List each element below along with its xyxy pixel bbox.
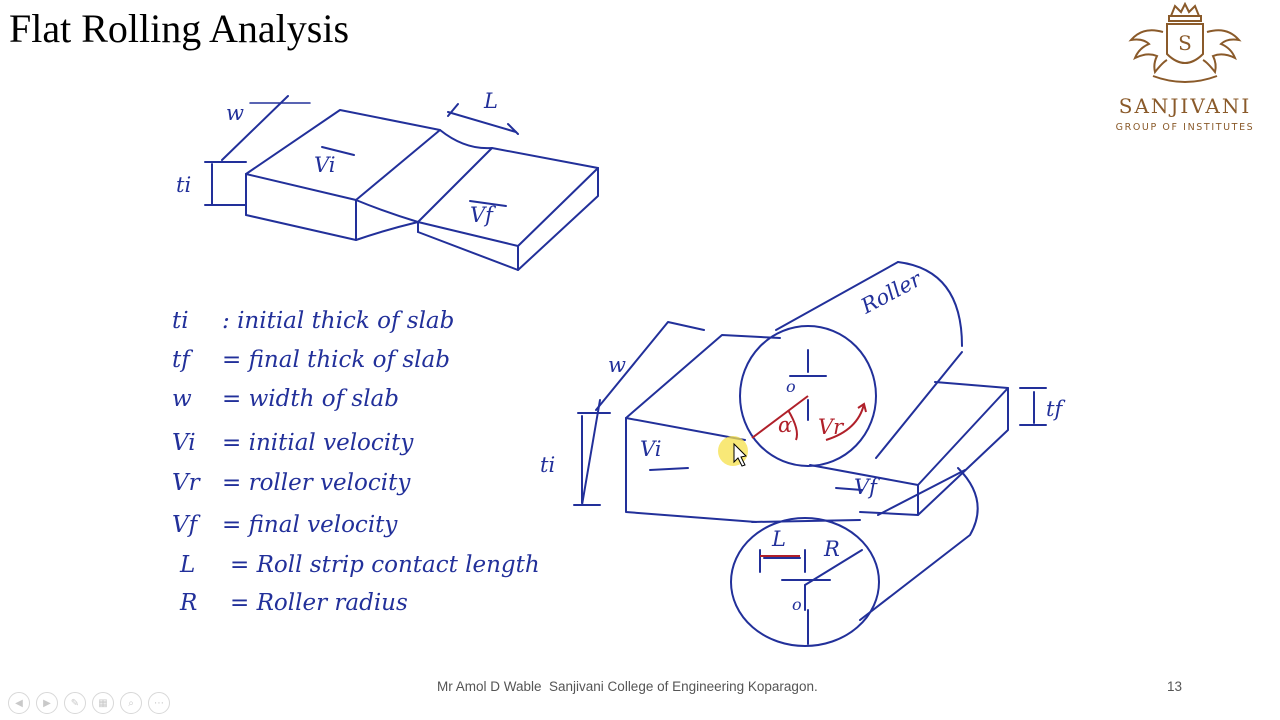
cursor-icon: [733, 442, 748, 467]
rolling-diagram: [573, 261, 1047, 647]
legend-item: L= Roll strip contact length: [180, 552, 540, 578]
logo-subtitle: GROUP OF INSTITUTES: [1115, 122, 1255, 133]
zoom-icon[interactable]: ⌕: [120, 692, 142, 714]
label-L-top: L: [483, 89, 498, 113]
legend-item: Vf= final velocity: [172, 512, 398, 538]
label-alpha: α: [778, 413, 792, 437]
label-ti-top: ti: [176, 173, 191, 197]
label-vi-top: Vi: [314, 153, 336, 177]
more-icon[interactable]: ⋯: [148, 692, 170, 714]
slide-footer: Mr Amol D Wable Sanjivani College of Eng…: [437, 679, 818, 694]
logo-emblem-icon: S: [1128, 2, 1242, 83]
label-roller: Roller: [856, 266, 927, 319]
legend-item: tf= final thick of slab: [172, 347, 450, 373]
label-o-top: o: [786, 377, 796, 396]
label-vf-bottom: Vf: [854, 475, 880, 499]
label-w-top: w: [226, 101, 244, 125]
rolling-sketch: w L ti Vi Vf w ti tf Roller o α Vr Vi Vf…: [176, 89, 1065, 647]
label-vr: Vr: [818, 415, 845, 439]
slideshow-toolbar: ◀ ▶ ✎ ▦ ⌕ ⋯: [8, 692, 170, 714]
label-L-bottom: L: [771, 527, 786, 551]
slab-diagram-top: [204, 95, 599, 271]
legend-item: ti: initial thick of slab: [172, 308, 455, 334]
legend-item: R= Roller radius: [180, 590, 408, 616]
next-icon[interactable]: ▶: [36, 692, 58, 714]
label-ti-bottom: ti: [540, 453, 555, 477]
label-tf-bottom: tf: [1046, 397, 1065, 421]
svg-text:S: S: [1178, 31, 1192, 55]
label-R-bottom: R: [823, 537, 840, 561]
label-vi-bottom: Vi: [640, 437, 662, 461]
legend-item: w= width of slab: [172, 386, 399, 412]
sanjivani-logo: S SANJIVANI GROUP OF INSTITUTES: [1105, 2, 1265, 137]
previous-icon[interactable]: ◀: [8, 692, 30, 714]
label-o-bottom: o: [792, 595, 802, 614]
angle-annotation: [751, 395, 867, 557]
label-w-bottom: w: [608, 353, 626, 377]
slide-title: Flat Rolling Analysis: [9, 6, 350, 51]
page-number: 13: [1167, 679, 1183, 694]
legend-item: Vi= initial velocity: [172, 430, 414, 456]
logo-name: SANJIVANI: [1118, 94, 1252, 118]
label-vf-top: Vf: [470, 203, 496, 227]
slides-icon[interactable]: ▦: [92, 692, 114, 714]
legend-item: Vr= roller velocity: [172, 470, 411, 496]
pen-icon[interactable]: ✎: [64, 692, 86, 714]
